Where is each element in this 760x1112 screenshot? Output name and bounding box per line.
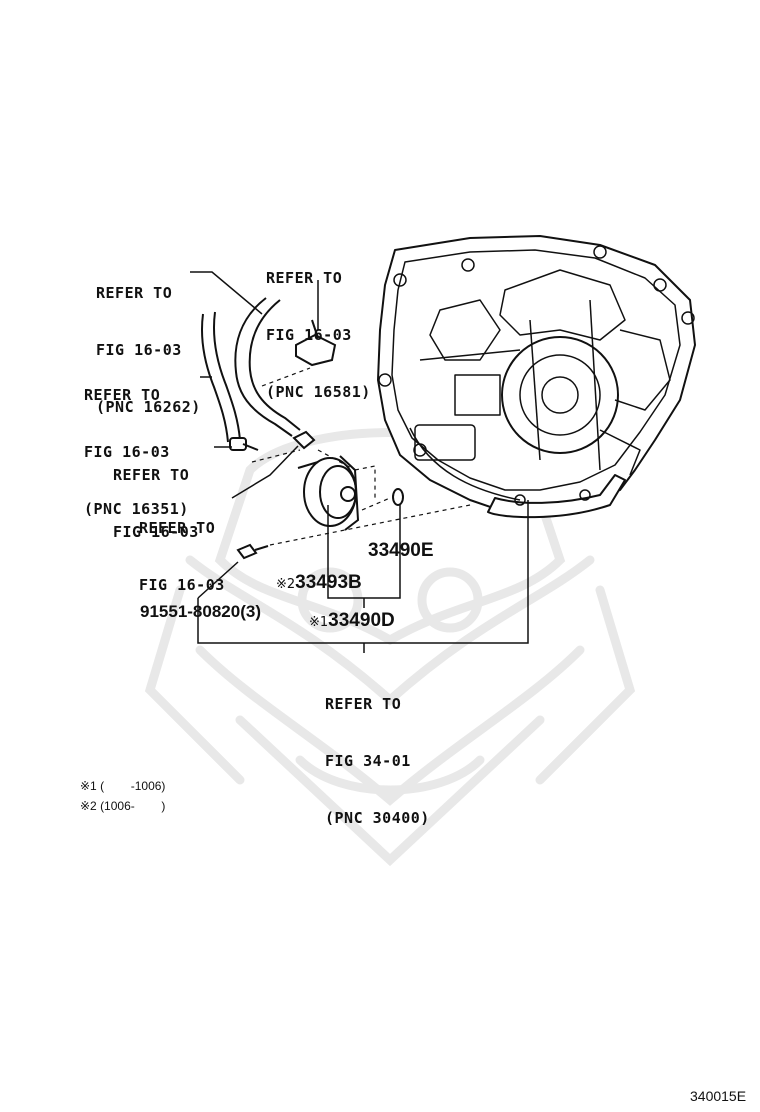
refer-to-pnc-16351-label: REFER TO FIG 16-03 (PNC 16351) (84, 348, 189, 557)
hose-clamp (229, 437, 259, 451)
ref-30400-line3: (PNC 30400) (325, 809, 430, 827)
ref-16581-line1: REFER TO (266, 269, 343, 287)
note-mark-1: ※1 (309, 615, 329, 630)
bolt (236, 543, 269, 560)
oil-cooler (297, 455, 360, 531)
ref-16262-line2: FIG 16-03 (96, 341, 182, 359)
refer-to-fitting-label: REFER TO FIG 16-03 (139, 481, 225, 633)
ref-16581-line2: FIG 16-03 (266, 326, 352, 344)
ref-fitting-line1: REFER TO (139, 519, 216, 537)
figure-code: 340015E (690, 1088, 747, 1104)
refer-to-pnc-30400-label: REFER TO FIG 34-01 (PNC 30400) (325, 657, 430, 866)
o-ring (392, 488, 404, 506)
part-91551-80820[interactable]: 91551-80820(3) (140, 602, 261, 621)
ref-16351-line3: (PNC 16351) (84, 500, 189, 518)
ref-16351-line2: FIG 16-03 (84, 443, 170, 461)
note-mark-2: ※2 (276, 577, 296, 592)
oil-cooler-hose-lower (201, 311, 241, 443)
part-33493b[interactable]: ※233493B (276, 572, 362, 594)
oil-cooler-hose-upper (234, 297, 301, 437)
alignment-lines (251, 367, 471, 546)
leader-lines (190, 271, 529, 653)
ref-16262-line1: REFER TO (96, 284, 173, 302)
refer-to-pnc-16262-label: REFER TO FIG 16-03 (PNC 16262) (96, 246, 201, 455)
part-33490e[interactable]: 33490E (368, 540, 434, 561)
footnote-1: ※1 ( -1006) (80, 779, 166, 793)
ref-30400-line2: FIG 34-01 (325, 752, 411, 770)
ref-16581-line3: (PNC 16581) (266, 383, 371, 401)
part-33490d[interactable]: ※133490D (309, 610, 395, 632)
fitting-16581 (295, 319, 337, 367)
ref-30400-line1: REFER TO (325, 695, 402, 713)
footnote-2: ※2 (1006- ) (80, 799, 166, 813)
refer-to-clamp-label: REFER TO FIG 16-03 (113, 428, 199, 580)
transaxle-assembly (377, 235, 696, 519)
ref-16262-line3: (PNC 16262) (96, 398, 201, 416)
ref-fitting-line2: FIG 16-03 (139, 576, 225, 594)
refer-to-pnc-16581-label: REFER TO FIG 16-03 (PNC 16581) (266, 231, 371, 440)
part-33490d-number: 33490D (328, 610, 395, 631)
ref-16351-line1: REFER TO (84, 386, 161, 404)
ref-clamp-line2: FIG 16-03 (113, 523, 199, 541)
part-33493b-number: 33493B (295, 572, 362, 593)
hose-fitting (292, 430, 316, 450)
ref-clamp-line1: REFER TO (113, 466, 190, 484)
watermark-emblem (144, 428, 636, 867)
